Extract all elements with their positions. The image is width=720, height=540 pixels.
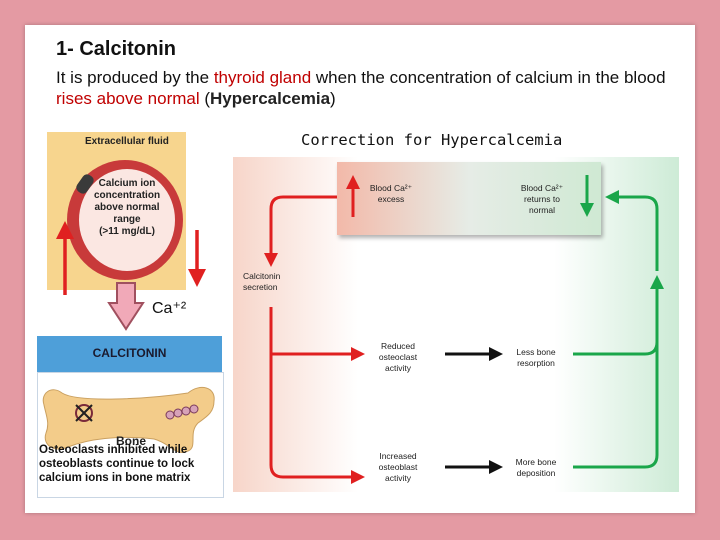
calcium-line-2: concentration: [93, 190, 161, 201]
intro-part-5: (: [199, 89, 211, 108]
pink-down-arrow-icon: [107, 282, 145, 331]
secretion-arrow-icon: [264, 253, 278, 267]
osteo-line-1: Osteoclasts inhibited while: [39, 444, 188, 456]
reduced-line-2: osteoclast: [378, 352, 418, 362]
increased-line-2: osteoblast: [378, 462, 418, 472]
intro-hypercalcemia: Hypercalcemia: [210, 89, 331, 108]
returns-label: Blood Ca²⁺ returns to normal: [509, 183, 575, 216]
calcium-line-5: (>11 mg/dL): [99, 226, 155, 237]
extracellular-fluid-panel: Extracellular fluid Calcium ion concentr…: [47, 132, 186, 290]
more-bone-label: More bone deposition: [503, 457, 569, 479]
bone-label: Bone: [116, 434, 146, 448]
excess-line-1: Blood Ca²⁺: [369, 183, 413, 193]
secretion-line-2: secretion: [243, 282, 278, 292]
intro-part-1: It is produced by the: [56, 68, 214, 87]
less-bone-arrow-icon: [489, 347, 503, 361]
normal-down-arrow-icon: [580, 203, 594, 217]
intro-thyroid-gland: thyroid gland: [213, 68, 312, 87]
return-arrow-icon: [605, 190, 619, 204]
increased-line-1: Increased: [379, 451, 417, 461]
diagram-arrows: [264, 175, 664, 484]
osteo-line-2: osteoblasts continue to lock: [39, 458, 195, 470]
calcium-line-4: range: [113, 214, 141, 225]
reduced-label: Reduced osteoclast activity: [365, 341, 431, 374]
intro-text: It is produced by the thyroid gland when…: [56, 67, 676, 109]
more-bone-line-2: deposition: [516, 468, 556, 478]
returns-line-3: normal: [529, 205, 555, 215]
calcium-line-3: above normal: [94, 202, 160, 213]
red-up-arrow-icon: [56, 221, 74, 239]
green-up-arrow-icon: [650, 275, 664, 289]
less-bone-label: Less bone resorption: [503, 347, 569, 369]
reduced-line-3: activity: [385, 363, 411, 373]
slide: 1- Calcitonin It is produced by the thyr…: [25, 25, 695, 513]
returns-line-1: Blood Ca²⁺: [520, 183, 564, 193]
blood-vessel-illustration: [67, 160, 183, 280]
increased-line-3: activity: [385, 473, 411, 483]
calcitonin-banner: CALCITONIN: [37, 336, 222, 372]
excess-up-arrow-icon: [346, 175, 360, 189]
reduced-line-1: Reduced: [380, 341, 416, 351]
left-arrows: [56, 221, 206, 331]
increased-arrow-icon: [351, 470, 365, 484]
calcium-line-1: Calcium ion: [98, 178, 156, 189]
ecf-label: Extracellular fluid: [85, 136, 169, 147]
slide-title: 1- Calcitonin: [56, 38, 177, 60]
correction-title: Correction for Hypercalcemia: [301, 131, 563, 149]
excess-label: Blood Ca²⁺ excess: [361, 183, 421, 205]
excess-line-2: excess: [377, 194, 405, 204]
blood-calcium-box: [337, 162, 601, 235]
less-bone-line-1: Less bone: [516, 347, 556, 357]
increased-label: Increased osteoblast activity: [365, 451, 431, 484]
osteo-description: Osteoclasts inhibited while osteoblasts …: [39, 443, 229, 485]
more-bone-line-1: More bone: [515, 457, 557, 467]
calcium-ion-label: Ca⁺²: [152, 300, 187, 317]
red-down-arrow-icon: [188, 269, 206, 287]
intro-part-7: ): [330, 89, 336, 108]
bone-panel: Bone: [37, 372, 224, 498]
less-bone-line-2: resorption: [517, 358, 555, 368]
more-bone-arrow-icon: [489, 460, 503, 474]
intro-rises-above-normal: rises above normal: [56, 89, 200, 108]
calcitonin-label: CALCITONIN: [92, 346, 167, 360]
returns-line-2: returns to: [524, 194, 560, 204]
secretion-label: Calcitonin secretion: [243, 271, 303, 293]
intro-part-3: when the concentration of calcium in the…: [311, 68, 666, 87]
reduced-arrow-icon: [351, 347, 365, 361]
osteo-line-3: calcium ions in bone matrix: [39, 472, 191, 484]
bone-illustration: Bone: [42, 386, 215, 453]
secretion-line-1: Calcitonin: [243, 271, 281, 281]
